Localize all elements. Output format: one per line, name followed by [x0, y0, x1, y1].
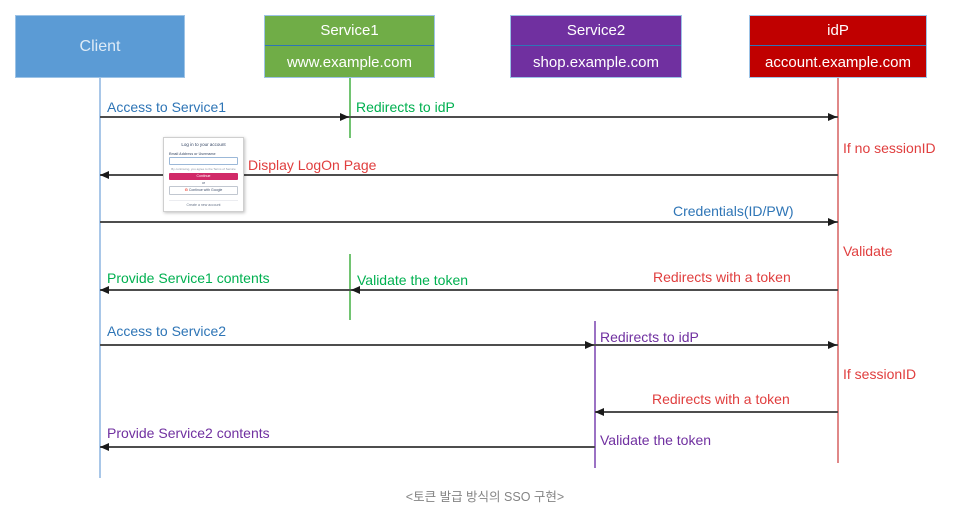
logon-google-button: GContinue with Google: [169, 186, 238, 195]
label-credentials: Credentials(ID/PW): [673, 203, 794, 219]
arrow-provide-service2: [100, 446, 595, 448]
arrow-access-service1: [100, 116, 838, 118]
label-provide-service2: Provide Service2 contents: [107, 425, 270, 441]
diagram-caption: <토큰 발급 방식의 SSO 구현>: [405, 490, 565, 504]
actor-idp-box: idP account.example.com: [749, 15, 927, 78]
service2-lifeline: [594, 321, 596, 468]
logon-title: Log in to your account: [181, 142, 226, 147]
label-display-logon: Display LogOn Page: [248, 157, 377, 173]
arrowhead: [100, 286, 109, 294]
actor-idp-label: idP: [750, 16, 926, 46]
label-redirects-to-idp-2: Redirects to idP: [600, 329, 699, 345]
logon-google-label: Continue with Google: [188, 188, 223, 192]
label-validate-token-2: Validate the token: [600, 432, 712, 448]
arrowhead: [340, 113, 349, 121]
label-validate: Validate: [843, 243, 893, 259]
arrow-redirect-token-service1: [100, 289, 838, 291]
arrow-access-service2: [100, 344, 838, 346]
service1-lifeline-lower: [349, 254, 351, 320]
logon-email-input: [169, 157, 238, 165]
client-lifeline: [99, 78, 101, 478]
logon-email-label: Email Address or Username: [169, 152, 216, 156]
logon-page-thumbnail: Log in to your account Email Address or …: [163, 137, 244, 212]
arrowhead: [100, 171, 109, 179]
actor-idp-domain: account.example.com: [765, 54, 911, 71]
actor-service1-box: Service1 www.example.com: [264, 15, 435, 78]
logon-or-divider: or: [201, 181, 206, 185]
label-validate-token-1: Validate the token: [357, 272, 469, 288]
arrowhead: [828, 218, 837, 226]
google-icon: G: [184, 187, 188, 192]
label-redirects-to-idp-1: Redirects to idP: [356, 99, 455, 115]
arrow-display-logon: [100, 174, 838, 176]
label-redirects-token-1: Redirects with a token: [653, 269, 791, 285]
actor-client-box: Client: [15, 15, 185, 78]
actor-service1-domain: www.example.com: [286, 54, 413, 71]
actor-client-label: Client: [79, 38, 121, 55]
label-provide-service1: Provide Service1 contents: [107, 270, 270, 286]
label-access-service2: Access to Service2: [107, 323, 227, 339]
logon-terms-text: By continuing, you agree to the Terms of…: [171, 167, 236, 171]
arrowhead: [828, 113, 837, 121]
service1-lifeline-upper: [349, 78, 351, 138]
arrowhead: [595, 408, 604, 416]
actor-service1-label: Service1: [265, 16, 434, 46]
label-if-sessionid: If sessionID: [843, 366, 917, 382]
arrowhead: [351, 286, 360, 294]
logon-continue-button: Continue: [169, 173, 238, 180]
arrowhead: [100, 443, 109, 451]
actor-service2-label: Service2: [511, 16, 681, 46]
label-redirects-token-2: Redirects with a token: [652, 391, 790, 407]
arrowhead: [585, 341, 594, 349]
arrow-redirect-token-service2: [595, 411, 838, 413]
arrowhead: [828, 341, 837, 349]
label-if-no-sessionid: If no sessionID: [843, 140, 936, 156]
idp-lifeline: [837, 78, 839, 463]
logon-create-account-link: Create a new account: [169, 200, 238, 207]
actor-service2-domain: shop.example.com: [533, 54, 659, 71]
label-access-service1: Access to Service1: [107, 99, 227, 115]
arrow-credentials: [100, 221, 838, 223]
actor-service2-box: Service2 shop.example.com: [510, 15, 682, 78]
